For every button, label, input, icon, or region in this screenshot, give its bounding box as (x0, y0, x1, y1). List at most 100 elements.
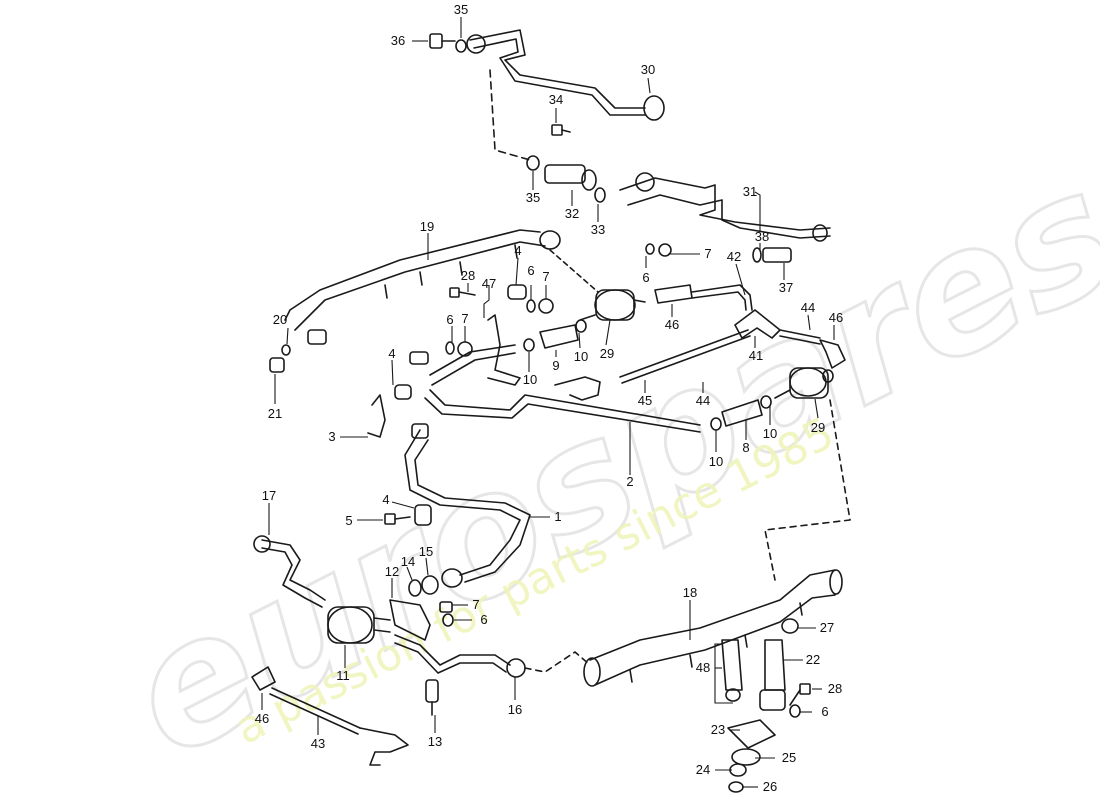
callout-17: 17 (262, 488, 276, 503)
callout-47: 47 (482, 276, 496, 291)
callout-19: 19 (420, 219, 434, 234)
part-44-tube (779, 329, 821, 345)
parts-drawing (251, 29, 851, 793)
callout-6: 6 (446, 312, 453, 327)
callout-10: 10 (709, 454, 723, 469)
part-11-regulator (327, 606, 391, 644)
part-33-seal (594, 187, 606, 203)
dashed-leader (549, 249, 599, 293)
part-9-hose (539, 324, 579, 349)
callout-15: 15 (419, 544, 433, 559)
callout-42: 42 (727, 249, 741, 264)
part-5-bolt (384, 513, 411, 525)
callout-7: 7 (461, 311, 468, 326)
part-14-seal (408, 579, 422, 597)
callout-1: 1 (554, 509, 561, 524)
callout-13: 13 (428, 734, 442, 749)
callout-35: 35 (526, 190, 540, 205)
part-25-seal (731, 748, 761, 766)
callout-34: 34 (549, 92, 563, 107)
callout-10: 10 (523, 372, 537, 387)
part-34-bolt (551, 124, 571, 136)
leader-lines (261, 17, 835, 788)
part-47-bracket (487, 314, 521, 386)
part-6-washer (789, 704, 801, 718)
callout-33: 33 (591, 222, 605, 237)
callout-8: 8 (742, 440, 749, 455)
part-19-fuel-rail (284, 229, 561, 345)
dashed-leader (489, 69, 531, 161)
callout-27: 27 (820, 620, 834, 635)
part-28-bolt (789, 683, 811, 706)
callout-44: 44 (696, 393, 710, 408)
callout-44: 44 (801, 300, 815, 315)
callout-4: 4 (514, 243, 521, 258)
callout-24: 24 (696, 762, 710, 777)
part-22-injector (759, 639, 786, 711)
part-44-tube (554, 376, 601, 401)
part-3-bracket (367, 394, 386, 438)
part-6-washer (645, 243, 655, 255)
callout-46: 46 (255, 711, 269, 726)
part-35-washer (526, 155, 540, 171)
callout-35: 35 (454, 2, 468, 17)
part-17-pipe (253, 535, 326, 608)
part-7-nut (439, 601, 453, 613)
callout-11: 11 (336, 668, 350, 683)
callout-29: 29 (600, 346, 614, 361)
part-4-clamp (507, 284, 527, 300)
callout-3: 3 (328, 429, 335, 444)
part-36-bolt (429, 33, 456, 49)
part-6-washer (442, 613, 454, 627)
part-15-nut (421, 575, 439, 595)
callout-48: 48 (696, 660, 710, 675)
callout-labels: 30 35 36 34 35 32 33 31 38 7 6 42 37 19 … (255, 2, 843, 794)
part-10-clamp (760, 395, 772, 409)
part-10-clamp (575, 319, 587, 333)
part-23-holder (727, 719, 776, 749)
part-4-clamp (394, 384, 412, 400)
callout-31: 31 (743, 184, 757, 199)
part-13-valve (425, 679, 439, 716)
part-26-oring (728, 781, 744, 793)
dashed-leader (764, 399, 851, 581)
callout-23: 23 (711, 722, 725, 737)
part-37-fitting (752, 247, 792, 263)
callout-30: 30 (641, 62, 655, 77)
callout-26: 26 (763, 779, 777, 794)
callout-29: 29 (811, 420, 825, 435)
part-12-bracket (389, 599, 431, 641)
callout-45: 45 (638, 393, 652, 408)
part-7-nut (457, 341, 473, 357)
part-35-washer (455, 39, 467, 53)
callout-46: 46 (665, 317, 679, 332)
callout-22: 22 (806, 652, 820, 667)
part-18-fuel-rail (583, 569, 843, 687)
callout-20: 20 (273, 312, 287, 327)
callout-36: 36 (391, 33, 405, 48)
part-1-pipe (404, 423, 531, 588)
callout-9: 9 (552, 358, 559, 373)
callout-6: 6 (527, 263, 534, 278)
part-48-hose (725, 688, 741, 702)
part-21-nut (269, 357, 285, 373)
part-41-tee (734, 309, 781, 339)
part-20-seal (281, 344, 291, 356)
callout-28: 28 (461, 268, 475, 283)
callout-41: 41 (749, 348, 763, 363)
part-46-hose (654, 284, 753, 311)
part-10-clamp (523, 338, 535, 352)
part-46-hose (819, 339, 846, 369)
callout-10: 10 (763, 426, 777, 441)
part-48-hose (721, 639, 743, 691)
callout-6: 6 (821, 704, 828, 719)
part-45-tube (619, 329, 751, 384)
callout-38: 38 (755, 229, 769, 244)
callout-18: 18 (683, 585, 697, 600)
callout-6: 6 (480, 612, 487, 627)
callout-4: 4 (382, 492, 389, 507)
part-46-hose (251, 666, 276, 691)
part-30-pipe (466, 29, 665, 121)
callout-4: 4 (388, 346, 395, 361)
